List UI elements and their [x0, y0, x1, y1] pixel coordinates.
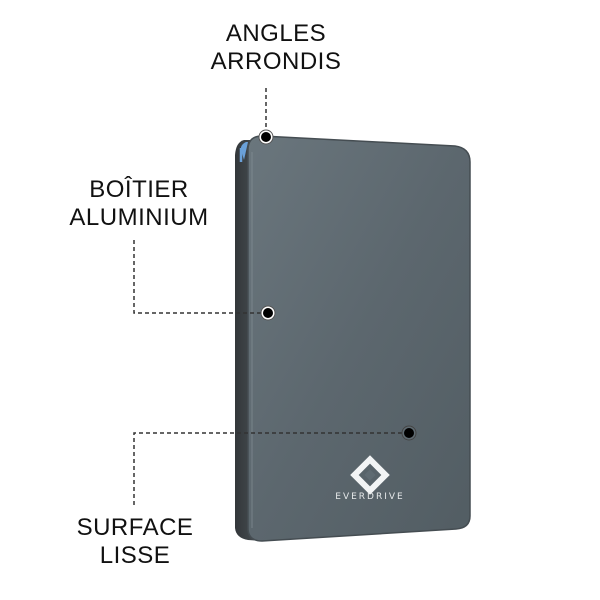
drive-face — [247, 135, 471, 542]
callout-leader-aluminium-case — [133, 240, 276, 321]
callout-line1: SURFACE — [76, 514, 194, 541]
callout-leader-smooth-surface — [133, 425, 417, 505]
callout-line1: BOÎTIER — [89, 176, 189, 203]
callout-label-aluminium-case: BOÎTIER ALUMINIUM — [44, 176, 234, 232]
callout-dot — [404, 428, 414, 438]
callout-dot — [263, 308, 273, 318]
callout-label-smooth-surface: SURFACE LISSE — [60, 514, 210, 570]
drive-enclosure — [235, 135, 471, 542]
callout-line2: LISSE — [99, 542, 171, 569]
callout-dot — [261, 132, 271, 142]
callout-line1: ANGLES — [225, 20, 327, 47]
brand-wordmark: EVERDRIVE — [335, 492, 404, 502]
callout-line2: ARRONDIS — [210, 48, 342, 75]
callout-line2: ALUMINIUM — [69, 204, 209, 231]
callout-leader-rounded-corners — [258, 88, 274, 145]
callout-label-rounded-corners: ANGLES ARRONDIS — [196, 20, 356, 76]
